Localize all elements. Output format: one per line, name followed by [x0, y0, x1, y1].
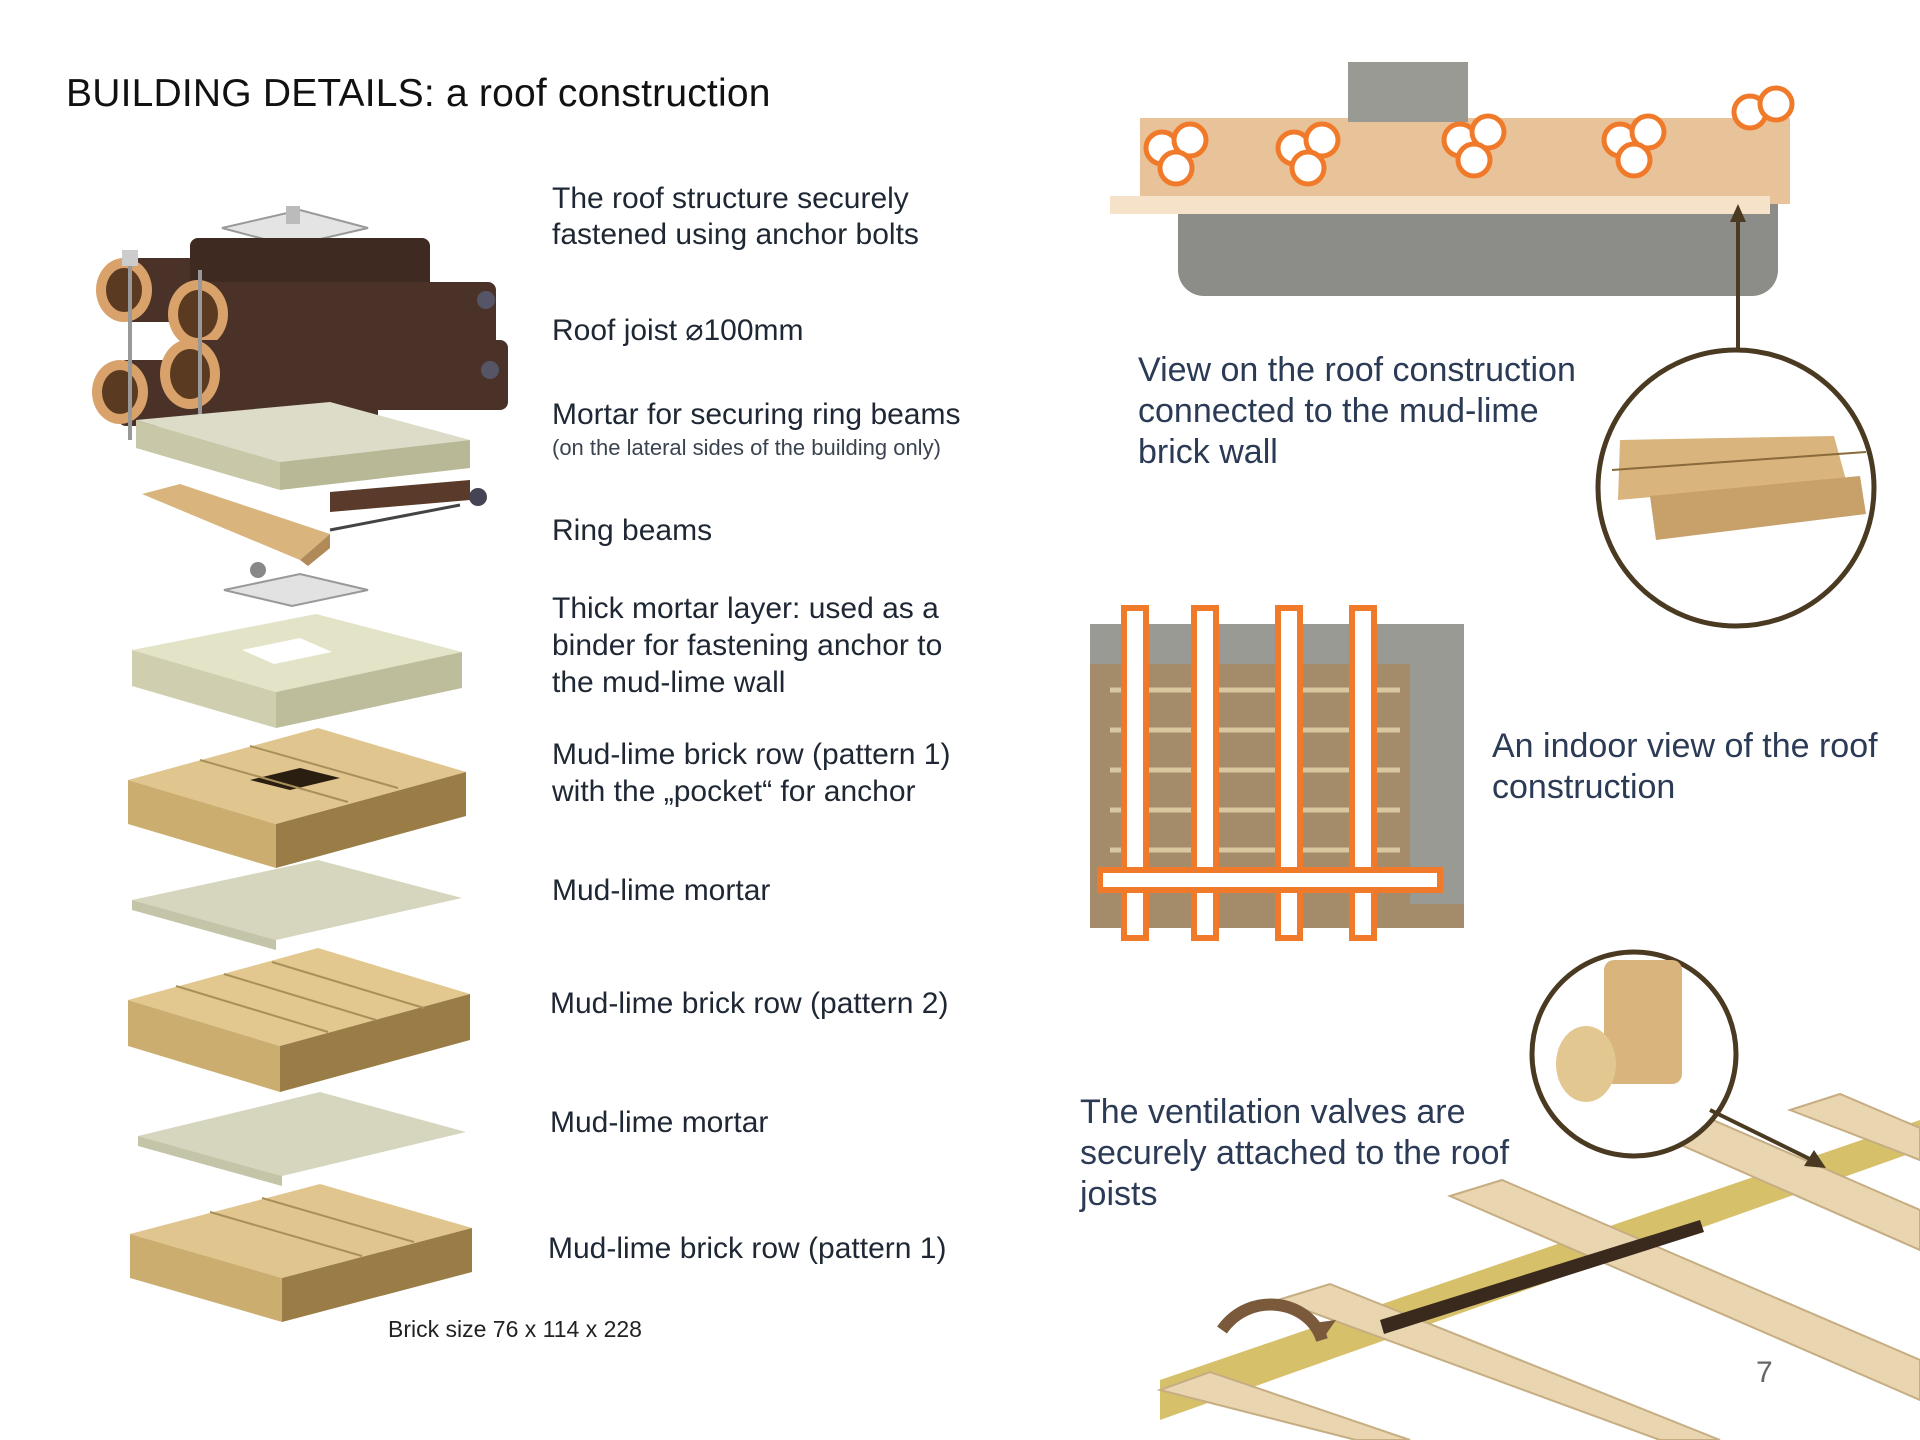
- callout-roof-detail: [1595, 204, 1877, 629]
- indoor-view-photo: [1090, 605, 1464, 941]
- label-brick-row-1-line1: Mud-lime brick row (pattern 1): [552, 738, 951, 771]
- brick-row-pattern-1-top: [128, 728, 466, 868]
- label-ring-beams: Ring beams: [552, 514, 713, 547]
- brick-size-note: Brick size 76 x 114 x 228: [388, 1316, 642, 1342]
- page-number: 7: [1756, 1356, 1773, 1389]
- caption-indoor-view-line2: construction: [1492, 768, 1676, 806]
- ring-beam-mortar: [136, 402, 470, 490]
- caption-ventilation-line2: securely attached to the roof: [1080, 1134, 1510, 1172]
- label-mud-lime-mortar-1: Mud-lime mortar: [552, 874, 771, 907]
- label-roof-joist: Roof joist ⌀100mm: [552, 314, 804, 347]
- roof-on-wall-photo: [1110, 62, 1795, 296]
- caption-ventilation-line3: joists: [1080, 1175, 1158, 1213]
- page-title: BUILDING DETAILS: a roof construction: [66, 72, 771, 115]
- caption-roof-view-line3: brick wall: [1138, 433, 1278, 471]
- brick-row-pattern-2: [128, 948, 470, 1092]
- anchor-plate-lower: [223, 562, 369, 608]
- ventilation-render: [1156, 1092, 1920, 1440]
- caption-indoor-view-line1: An indoor view of the roof: [1492, 727, 1878, 765]
- label-thick-mortar-line2: binder for fastening anchor to: [552, 629, 943, 662]
- brick-row-pattern-1-bottom: [130, 1184, 472, 1322]
- label-mud-lime-mortar-2: Mud-lime mortar: [550, 1106, 769, 1139]
- label-thick-mortar-line3: the mud-lime wall: [552, 666, 786, 699]
- label-ring-beam-mortar: Mortar for securing ring beams: [552, 398, 961, 431]
- ring-beams: [142, 480, 487, 566]
- label-anchor-bolts-line2: fastened using anchor bolts: [552, 218, 919, 251]
- label-brick-row-1-bottom: Mud-lime brick row (pattern 1): [548, 1232, 947, 1265]
- label-brick-row-2: Mud-lime brick row (pattern 2): [550, 987, 949, 1020]
- caption-roof-view-line2: connected to the mud-lime: [1138, 392, 1539, 430]
- mud-lime-mortar-1: [132, 860, 462, 950]
- label-brick-row-1-line2: with the „pocket“ for anchor: [552, 775, 916, 808]
- mud-lime-mortar-2: [138, 1092, 466, 1186]
- label-thick-mortar-line1: Thick mortar layer: used as a: [552, 592, 939, 625]
- caption-ventilation-line1: The ventilation valves are: [1080, 1093, 1466, 1131]
- caption-roof-view-line1: View on the roof construction: [1138, 351, 1576, 389]
- thick-mortar-layer: [132, 614, 462, 728]
- note-ring-beam-mortar: (on the lateral sides of the building on…: [552, 435, 941, 460]
- roof-joists: [92, 238, 508, 440]
- label-anchor-bolts-line1: The roof structure securely: [552, 182, 909, 215]
- callout-ventilation-detail: [1529, 949, 1826, 1168]
